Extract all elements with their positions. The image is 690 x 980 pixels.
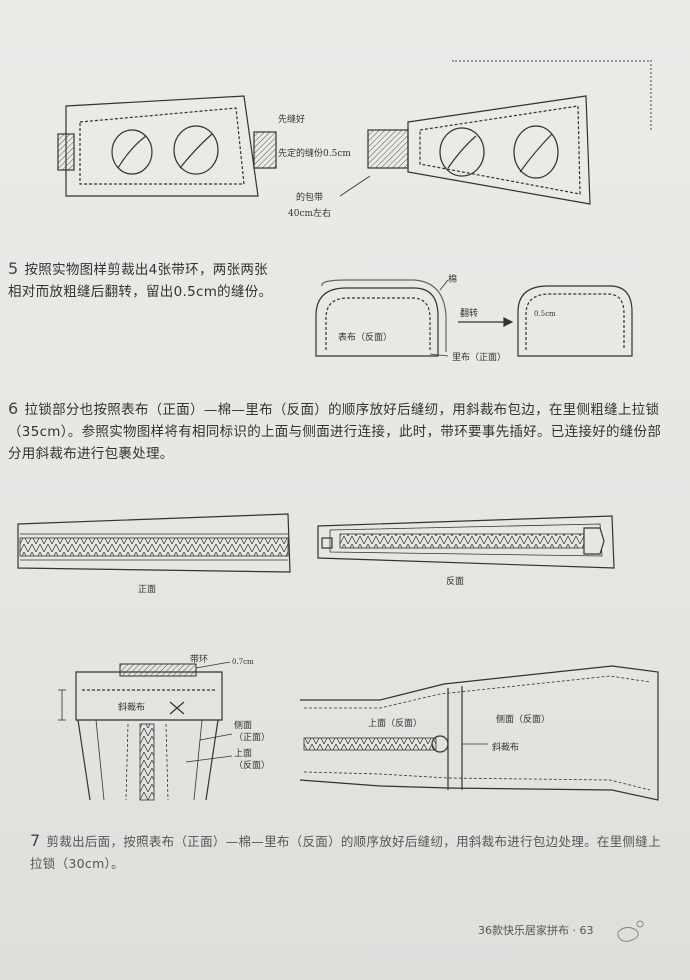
fig5-label-top: 上面（反面） — [368, 719, 423, 729]
step-6-number: 6 — [8, 399, 19, 418]
figure-5-side-panel — [299, 665, 659, 801]
figure-3-zipper-front — [17, 513, 291, 573]
fig2-label-seam: 0.5cm — [534, 310, 556, 318]
page-footer: 36款快乐居家拼布 · 63 — [478, 924, 594, 937]
figure-2-loop-before — [315, 279, 449, 357]
fig1-label-d: 40cm左右 — [288, 209, 332, 219]
fig4-label-side-face: （正面） — [234, 733, 271, 743]
fig1-label-c: 的包带 — [296, 193, 324, 203]
step-5-number: 5 — [8, 259, 19, 278]
footer-decoration — [617, 920, 644, 942]
figure-2-arrow — [458, 317, 514, 327]
fig4-label-seam: 0.7cm — [232, 658, 254, 666]
step-5-text: 按照实物图样剪裁出4张带环，两张两张相对而放粗缝后翻转，留出0.5cm的缝份。 — [8, 262, 273, 300]
corner-decoration — [452, 60, 652, 62]
fig4-label-top-face: （反面） — [234, 761, 271, 771]
fig4-label-side: 侧面 — [234, 721, 253, 731]
fig3-label-front: 正面 — [138, 585, 157, 595]
fig1-label-a: 先缝好 — [278, 115, 306, 125]
figure-1-left-strip — [57, 95, 277, 197]
fig4-label-top: 上面 — [234, 749, 253, 759]
fig1-label-b: 先定的缝份0.5cm — [278, 149, 351, 159]
fig5-label-side: 侧面（反面） — [496, 715, 551, 725]
step-7-number: 7 — [30, 831, 41, 850]
fig2-label-flip: 翻转 — [460, 309, 479, 319]
step-6-text: 拉锁部分也按照表布（正面）—棉—里布（反面）的顺序放好后缝纫，用斜裁布包边，在里… — [8, 402, 662, 462]
fig4-label-loop: 带环 — [190, 655, 209, 665]
figure-4-bag-body — [58, 661, 233, 801]
fig2-label-outer: 表布（反面） — [338, 333, 393, 343]
step-7-text: 剪裁出后面，按照表布（正面）—棉—里布（反面）的顺序放好后缝纫，用斜裁布进行包边… — [30, 834, 661, 871]
figure-1-right-strip — [339, 95, 591, 205]
fig2-label-cotton: 棉 — [448, 275, 458, 285]
fig5-label-bias: 斜裁布 — [492, 743, 520, 753]
corner-decoration-vertical — [650, 60, 652, 130]
fig4-label-bias: 斜裁布 — [118, 703, 146, 713]
fig2-label-lining: 里布（正面） — [452, 353, 507, 363]
figure-2-loop-after — [517, 285, 633, 357]
figure-3-zipper-back — [317, 515, 615, 569]
fig3-label-back: 反面 — [446, 577, 465, 587]
